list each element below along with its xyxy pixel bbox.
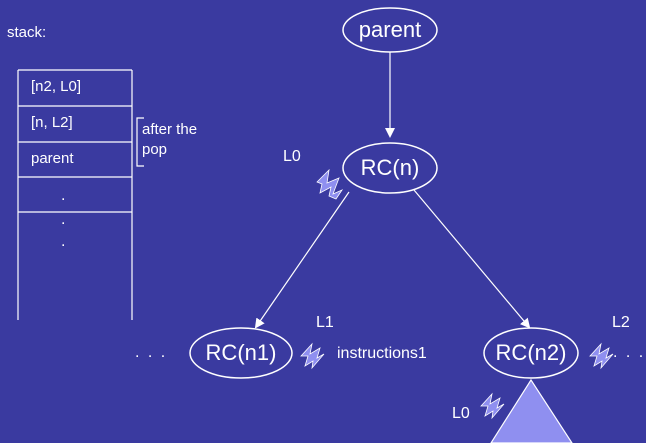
stack-structure — [17, 69, 133, 320]
stack-continuation-dot-3: . — [61, 233, 68, 250]
node-rc-n2 — [483, 327, 579, 379]
instructions-label: instructions1 — [337, 345, 427, 362]
subtree-triangle — [490, 378, 573, 443]
node-parent-label: parent — [358, 17, 422, 42]
node-rc-n-label: RC(n) — [360, 155, 420, 180]
label-l0-subtree: L0 — [452, 405, 470, 422]
left-continuation-dots: . . . — [135, 344, 168, 361]
pop-note-line-1: after the — [142, 121, 198, 138]
pop-note-line-2: pop — [142, 141, 168, 158]
node-rc-n — [342, 142, 438, 194]
node-parent — [342, 7, 438, 53]
node-rc-n2-label: RC(n2) — [495, 340, 567, 365]
node-rc-n1 — [189, 327, 293, 379]
stack-continuation-dot-2: . — [61, 211, 68, 228]
lightning-icon-rc-n1 — [300, 342, 325, 370]
stack-cell-third: parent — [31, 150, 74, 167]
label-l1-rc-n1: L1 — [316, 314, 334, 331]
edge-rc-n-to-rc-n1 — [254, 191, 350, 329]
lightning-icon-subtree — [480, 392, 505, 420]
pop-note: after the pop — [142, 120, 197, 160]
stack-title: stack: — [7, 24, 47, 41]
stack-cell-second: [n, L2] — [31, 114, 73, 131]
stack-continuation-dot-1: . — [61, 187, 68, 204]
right-continuation-dots: . . . — [613, 344, 646, 361]
node-rc-n1-label: RC(n1) — [205, 340, 277, 365]
lightning-icon-rc-n — [316, 168, 344, 200]
label-l2-rc-n2: L2 — [612, 314, 630, 331]
edge-rc-n-to-rc-n2 — [413, 189, 531, 329]
label-l0-rc-n: L0 — [283, 148, 301, 165]
lightning-icon-rc-n2 — [589, 342, 614, 370]
pop-bracket — [136, 117, 144, 167]
stack-cell-top: [n2, L0] — [31, 78, 82, 95]
